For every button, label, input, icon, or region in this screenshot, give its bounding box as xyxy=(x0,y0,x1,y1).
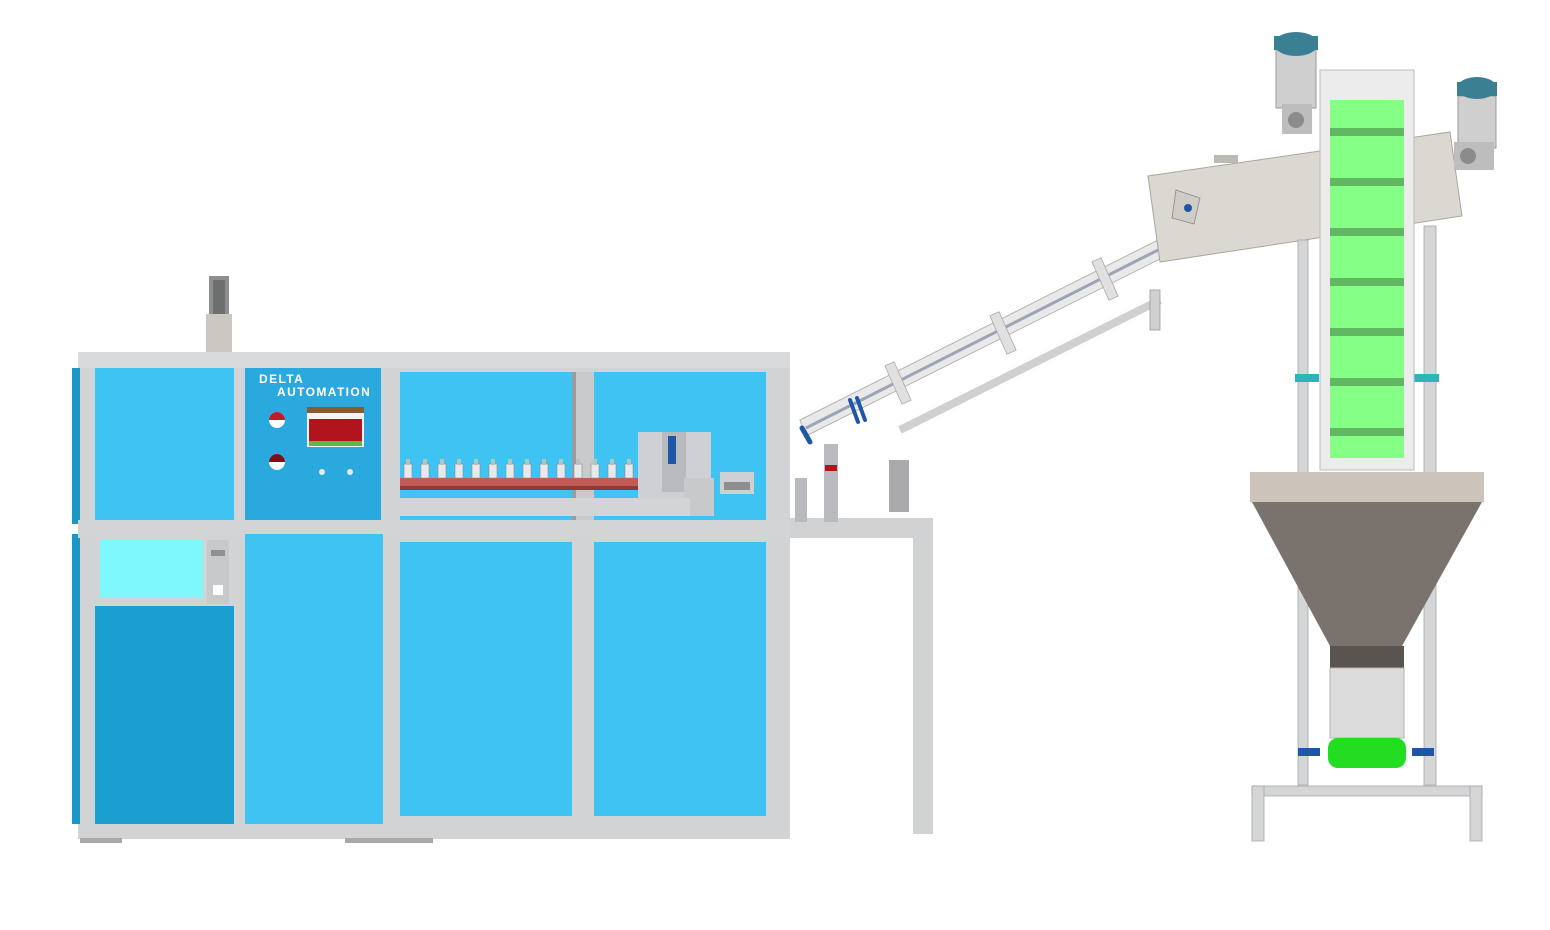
brand-line-1: DELTA xyxy=(259,372,304,386)
preform-neck xyxy=(610,459,614,465)
inclined-chute xyxy=(799,237,1171,445)
hopper-chute xyxy=(1329,667,1405,739)
preform-neck xyxy=(576,459,580,465)
preform xyxy=(539,463,549,479)
belt-cleat xyxy=(1330,378,1404,386)
preform-neck xyxy=(491,459,495,465)
preform xyxy=(607,463,617,479)
preform-neck xyxy=(440,459,444,465)
belt-cleat xyxy=(1330,428,1404,436)
base-stand xyxy=(1251,785,1483,797)
discharge-table xyxy=(790,444,933,834)
panel-button-icon xyxy=(319,469,325,475)
preform xyxy=(437,463,447,479)
belt-cleat xyxy=(1330,278,1404,286)
blow-molding-machine: DELTA AUTOMATION xyxy=(72,276,790,843)
bearing-icon xyxy=(1184,204,1192,212)
upper-left-panel xyxy=(95,368,234,524)
preform-neck xyxy=(542,459,546,465)
belt-cleat xyxy=(1330,178,1404,186)
belt-cleat xyxy=(1330,328,1404,336)
control-panel xyxy=(245,368,381,528)
preform xyxy=(420,463,430,479)
upper-window-1 xyxy=(400,372,572,520)
preform xyxy=(488,463,498,479)
preform-neck xyxy=(508,459,512,465)
guide-clamp-icon xyxy=(848,396,867,424)
feed-roller xyxy=(1328,738,1406,768)
panel-button-icon xyxy=(347,469,353,475)
lower-window-1 xyxy=(400,542,572,816)
belt-cleat xyxy=(1330,128,1404,136)
preform xyxy=(505,463,515,479)
preform-elevator xyxy=(1274,32,1497,786)
preform xyxy=(454,463,464,479)
guide-clamp-icon xyxy=(799,425,813,445)
preform xyxy=(403,463,413,479)
hopper-rim xyxy=(1250,472,1484,502)
lower-window-2 xyxy=(594,542,766,816)
preform-neck xyxy=(457,459,461,465)
side-motor xyxy=(1454,77,1497,170)
belt-cleat xyxy=(1330,228,1404,236)
preform-neck xyxy=(593,459,597,465)
lower-middle-panel xyxy=(245,534,383,824)
preform xyxy=(556,463,566,479)
hopper xyxy=(1250,472,1484,842)
preform xyxy=(522,463,532,479)
lower-left-door xyxy=(95,606,234,824)
oven-window xyxy=(100,540,203,598)
hopper-funnel xyxy=(1252,502,1482,646)
preform xyxy=(624,463,634,479)
preform xyxy=(573,463,583,479)
preform-neck xyxy=(474,459,478,465)
preform-neck xyxy=(627,459,631,465)
preform-neck xyxy=(525,459,529,465)
preform xyxy=(471,463,481,479)
belt-cleats xyxy=(1330,128,1404,436)
preform-neck xyxy=(559,459,563,465)
brand-line-2: AUTOMATION xyxy=(277,385,371,399)
preform-neck xyxy=(423,459,427,465)
top-motor xyxy=(1274,32,1318,134)
exhaust-base xyxy=(206,314,232,352)
preform-neck xyxy=(406,459,410,465)
preform xyxy=(590,463,600,479)
